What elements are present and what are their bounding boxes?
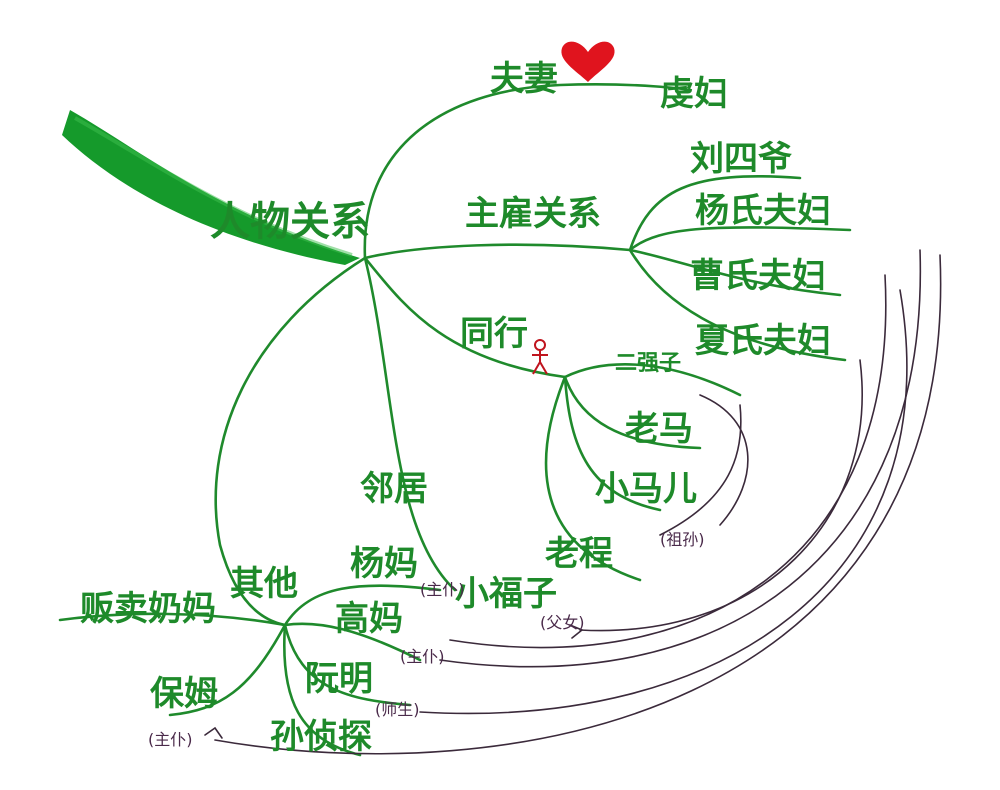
peers-link-1 (563, 363, 742, 397)
relation-arc-xiaofuzi (579, 359, 863, 632)
other-link-3 (283, 622, 422, 662)
other-item-1: 贩卖奶妈 (80, 589, 216, 629)
heart-icon (561, 41, 615, 82)
relation-arc-baomu (214, 254, 942, 755)
arrowhead-2 (569, 624, 584, 639)
other-link-5 (283, 623, 362, 757)
branch-spouse-label: 夫妻 (490, 59, 558, 99)
peers-child: 二强子 (615, 351, 681, 376)
other-item-6: 保姆 (150, 674, 218, 714)
peers-child: 小马儿 (595, 469, 697, 509)
branch-other-line (214, 256, 367, 627)
other-item-2-note: (主仆) (420, 580, 465, 599)
employer-link-3 (628, 248, 842, 297)
root-brush-highlight (74, 116, 353, 257)
employer-link-2 (628, 226, 852, 252)
branch-peers-label: 同行 (460, 314, 528, 354)
relation-arc-ruanming (419, 289, 908, 715)
relation-arc-yangma (449, 274, 887, 649)
other-item-6-note: (主仆) (148, 730, 193, 749)
branch-other-label: 其他 (230, 564, 298, 604)
neighbor-child-note: (父女) (540, 613, 585, 632)
other-item-3-note: (主仆) (400, 647, 445, 666)
peers-child-note: (祖孙) (660, 530, 705, 549)
employer-child: 杨氏夫妇 (695, 191, 831, 231)
other-item-4-note: (师生) (375, 700, 420, 719)
other-item-2: 杨妈 (350, 544, 418, 584)
other-item-4: 阮明 (305, 659, 373, 699)
peers-child: 老程 (545, 534, 613, 574)
other-link-4 (283, 623, 412, 707)
peers-link-2 (563, 375, 702, 450)
relation-arc-peer (659, 404, 742, 536)
relation-arc-xiaomaer (699, 394, 749, 526)
other-item-5: 孙侦探 (270, 717, 372, 757)
person-icon (532, 339, 548, 375)
branch-spouse-sub: 虔妇 (660, 74, 728, 114)
branch-employer-label: 主雇关系 (465, 194, 601, 234)
branch-neighbor-label: 邻居 (360, 469, 428, 509)
peers-link-4 (544, 375, 642, 582)
employer-child: 夏氏夫妇 (695, 321, 831, 361)
employer-link-1 (628, 175, 802, 252)
other-item-3: 高妈 (335, 599, 403, 639)
other-link-2 (283, 584, 442, 627)
peers-link-3 (563, 375, 662, 512)
branch-neighbor-line (363, 256, 457, 592)
employer-child: 曹氏夫妇 (690, 256, 826, 296)
other-link-1 (58, 612, 287, 627)
branch-spouse-line (363, 83, 692, 260)
central-topic: 人物关系 (210, 199, 370, 245)
peers-child: 老马 (625, 409, 693, 449)
branch-employer-line (363, 243, 632, 260)
relation-arc-gaoma (439, 249, 922, 668)
arrowhead (204, 726, 223, 739)
neighbor-child: 小福子 (455, 574, 557, 614)
other-link-6 (168, 623, 287, 717)
employer-link-4 (628, 248, 847, 362)
branch-peers-line (363, 256, 567, 379)
employer-child: 刘四爷 (690, 139, 792, 179)
